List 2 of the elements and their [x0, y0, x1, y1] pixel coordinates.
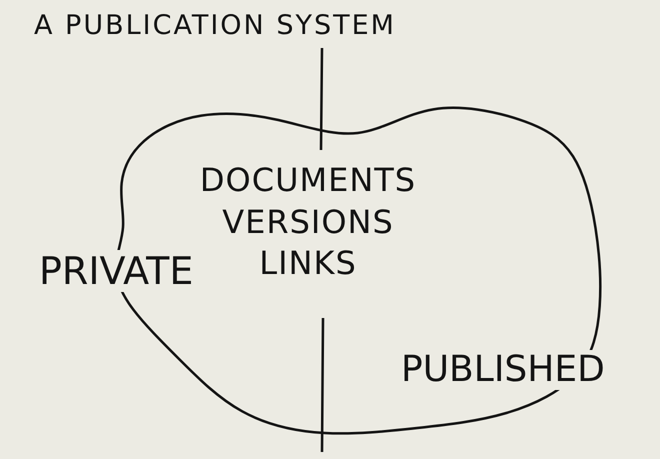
- node-text: DOCUMENTS VERSIONS LINKS: [198, 160, 418, 284]
- diagram-title: A PUBLICATION SYSTEM: [34, 12, 396, 39]
